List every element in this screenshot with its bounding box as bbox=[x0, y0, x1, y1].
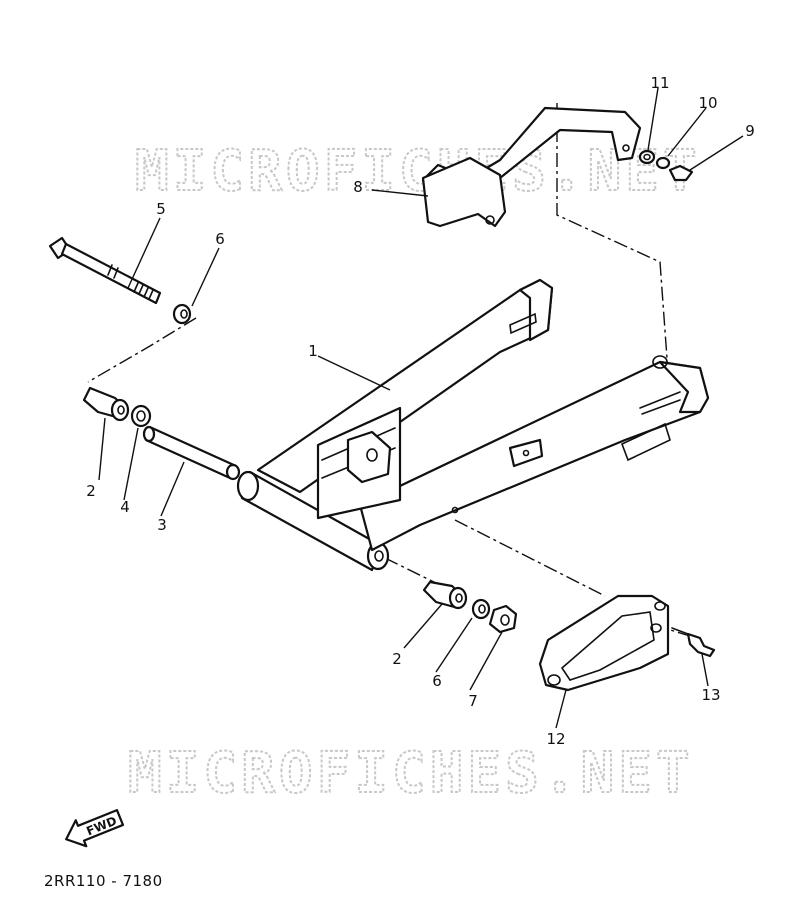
bush-right[interactable] bbox=[422, 580, 468, 610]
callout-11: 11 bbox=[650, 74, 669, 92]
assembly-lines bbox=[87, 103, 691, 637]
washer-left[interactable] bbox=[130, 404, 152, 428]
screw-top[interactable] bbox=[668, 164, 694, 182]
bolt-guide[interactable] bbox=[671, 627, 716, 658]
callout-5: 5 bbox=[156, 200, 166, 218]
chain-case-bracket[interactable] bbox=[421, 106, 642, 228]
callout-2-left: 2 bbox=[86, 482, 96, 500]
shim-top[interactable] bbox=[172, 303, 192, 325]
callout-13: 13 bbox=[701, 686, 720, 704]
shim-bottom[interactable] bbox=[471, 598, 491, 620]
callout-8: 8 bbox=[353, 178, 363, 196]
pivot-collar[interactable] bbox=[142, 425, 241, 481]
callout-6-bottom: 6 bbox=[432, 672, 442, 690]
forward-arrow-icon: FWD bbox=[65, 808, 125, 848]
nut-top[interactable] bbox=[638, 149, 656, 165]
callout-12: 12 bbox=[546, 730, 565, 748]
callout-10: 10 bbox=[698, 94, 717, 112]
nut[interactable] bbox=[488, 604, 518, 634]
callout-2-right: 2 bbox=[392, 650, 402, 668]
pivot-shaft[interactable] bbox=[48, 236, 162, 305]
watermark-bottom: MICROFICHES.NET bbox=[128, 741, 694, 806]
diagram-code: 2RR110 - 7180 bbox=[44, 872, 163, 890]
leader-lines bbox=[98, 87, 744, 729]
callout-9: 9 bbox=[745, 122, 755, 140]
bush-left[interactable] bbox=[82, 386, 130, 422]
callout-6-top: 6 bbox=[215, 230, 225, 248]
callout-4: 4 bbox=[120, 498, 130, 516]
chain-guide[interactable] bbox=[538, 594, 670, 692]
swingarm[interactable] bbox=[236, 278, 710, 572]
watermark-top: MICROFICHES.NET bbox=[135, 139, 701, 204]
washer-top[interactable] bbox=[655, 156, 671, 170]
callout-7: 7 bbox=[468, 692, 478, 710]
callout-3: 3 bbox=[157, 516, 167, 534]
callout-1: 1 bbox=[308, 342, 318, 360]
